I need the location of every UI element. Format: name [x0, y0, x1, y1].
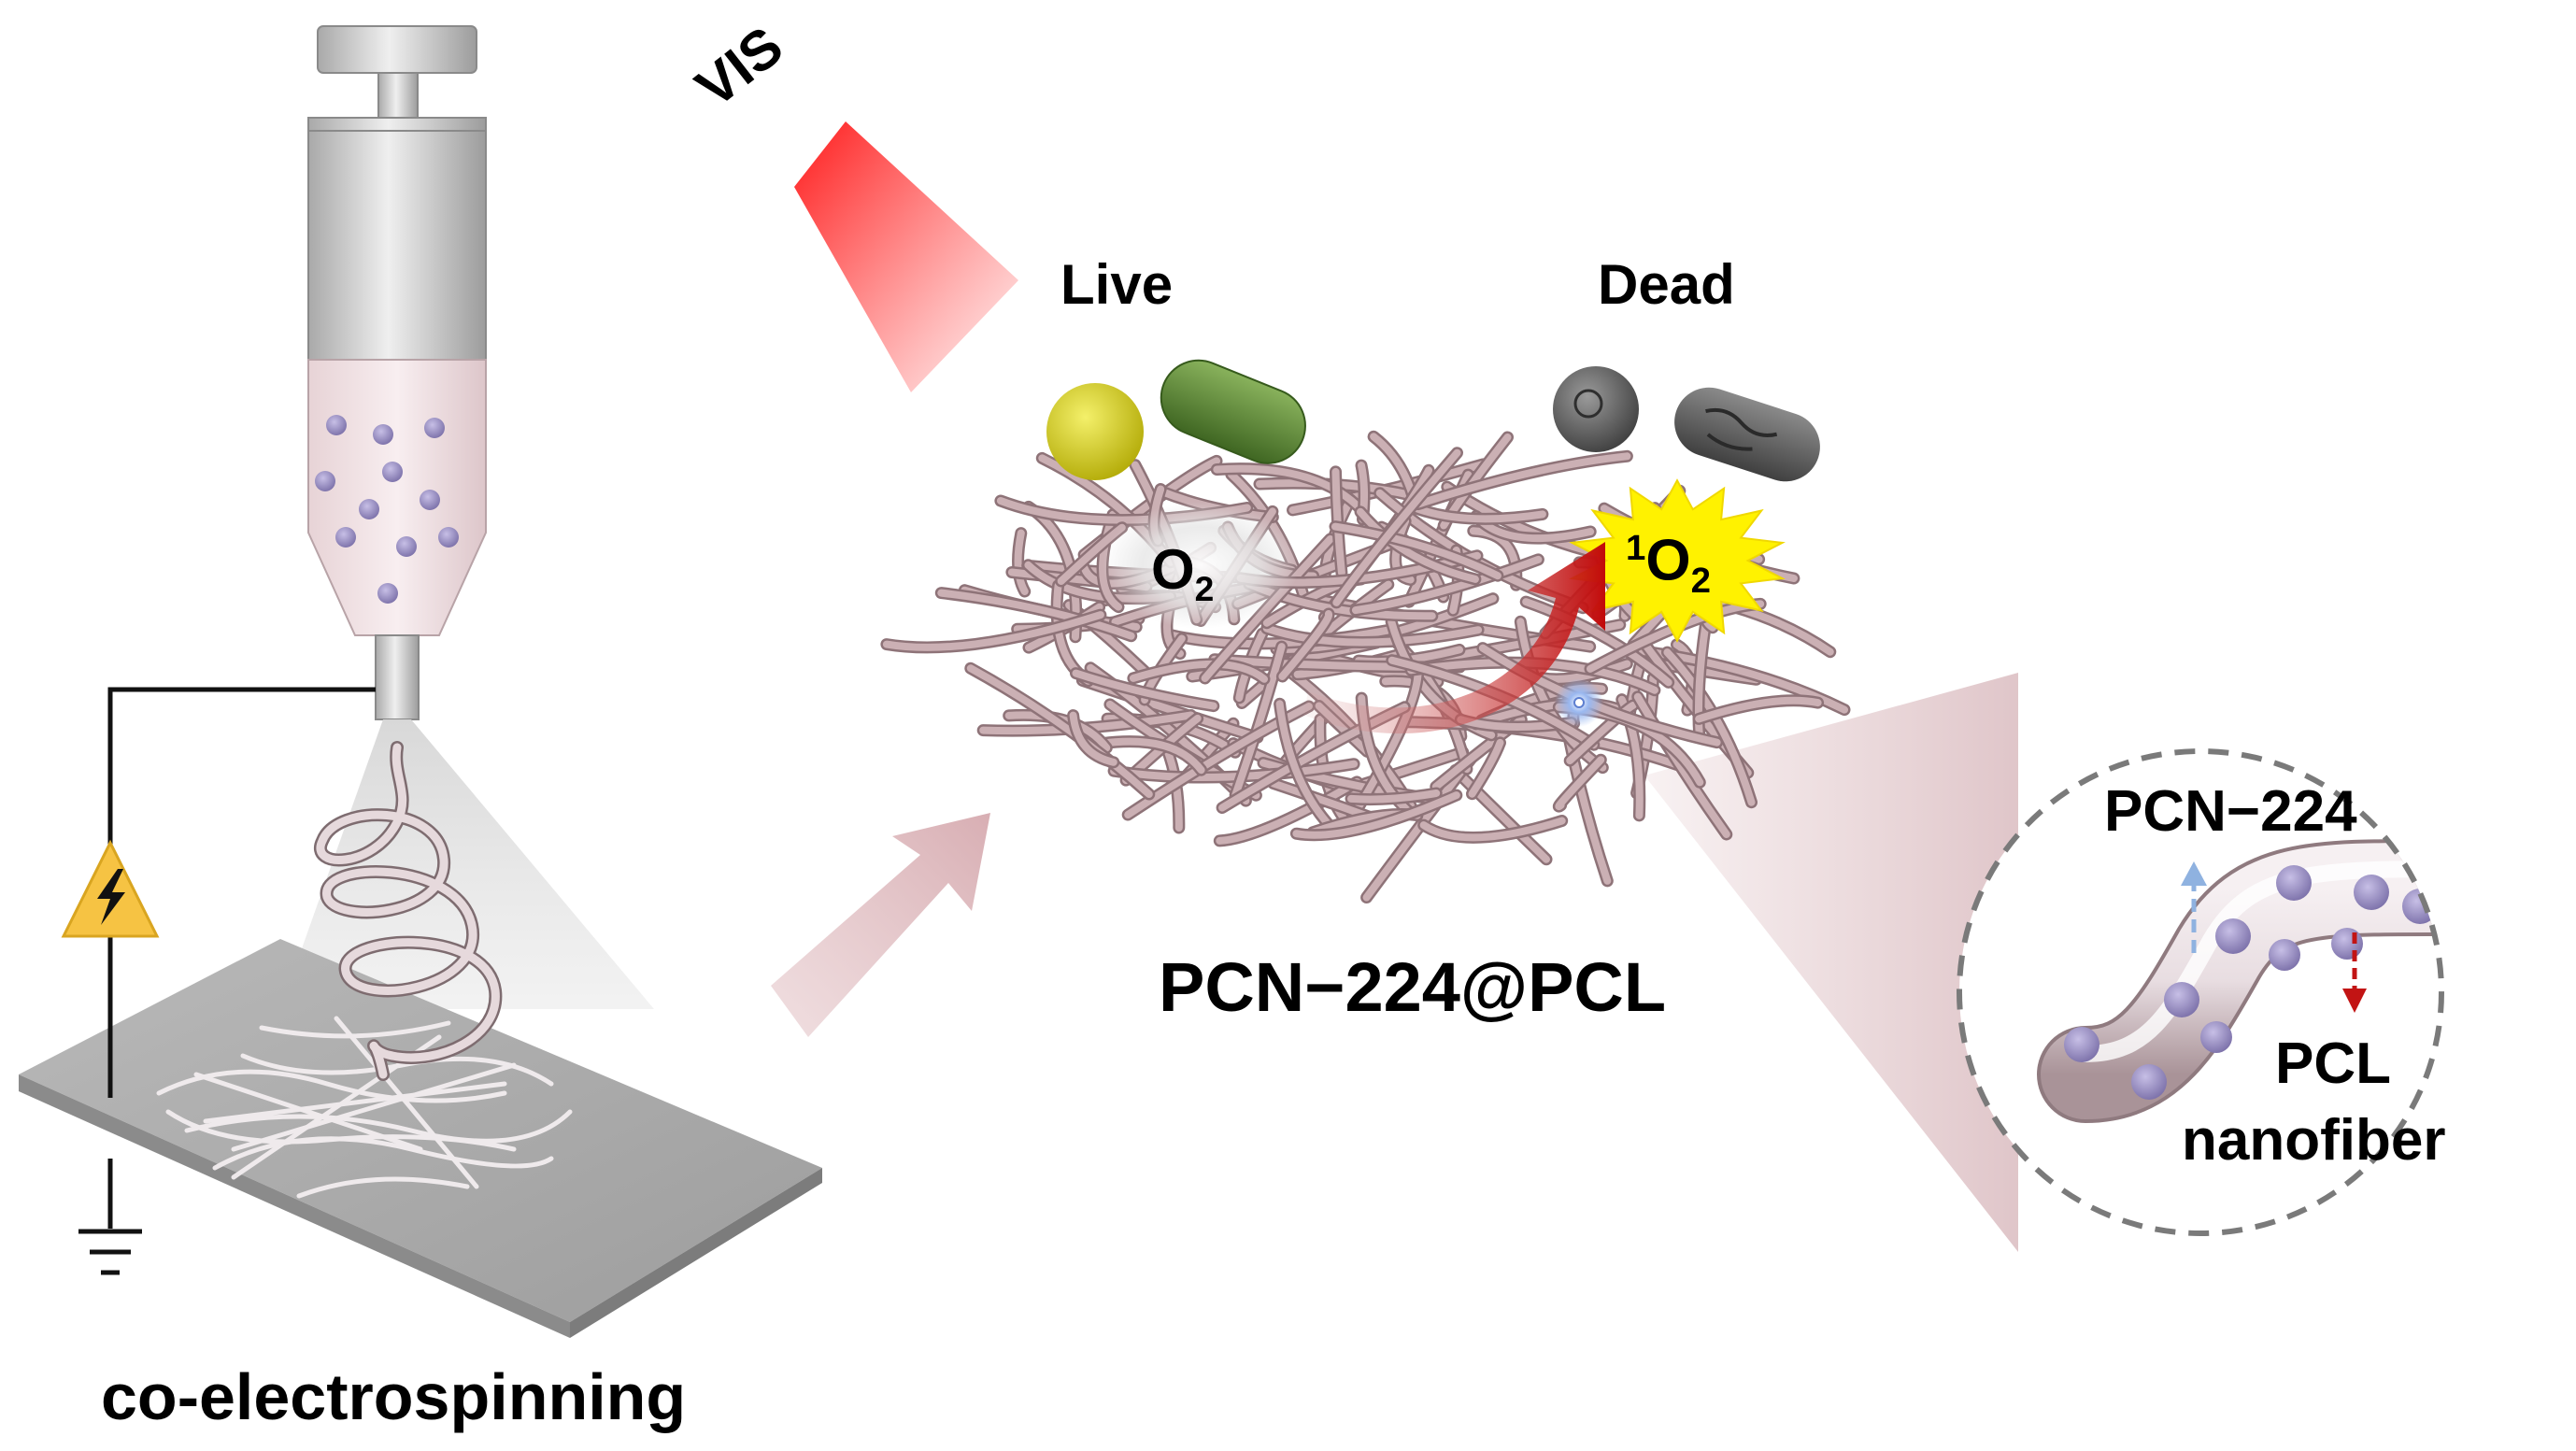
- mat-fiber: [1347, 790, 1441, 804]
- mat-fiber: [1163, 626, 1391, 647]
- mat-fiber: [1419, 817, 1566, 842]
- composite-label: PCN−224@PCL: [1159, 948, 1667, 1026]
- mat-fiber: [1633, 692, 1730, 838]
- taylor-cone-spray: [280, 719, 654, 1009]
- pcl-pointer-arrow: [2342, 932, 2367, 1013]
- mat-fiber: [937, 589, 1135, 640]
- pcn-224-pointer-arrow: [2181, 861, 2207, 953]
- plunger-cap: [317, 25, 477, 74]
- transition-arrow: [771, 813, 990, 1037]
- visible-light-beam: [794, 121, 1018, 392]
- mat-fiber: [1663, 648, 1756, 806]
- live-bacillus: [1160, 359, 1306, 464]
- mat-fiber: [1468, 738, 1504, 798]
- mat-fiber: [882, 611, 1104, 651]
- mat-fiber: [1201, 535, 1334, 682]
- live-coccus: [1046, 383, 1144, 480]
- mat-fiber: [1414, 452, 1631, 508]
- high-voltage-wire: [107, 687, 376, 1098]
- dead-coccus: [1553, 366, 1639, 452]
- mat-fiber: [1695, 696, 1822, 723]
- collector-plate-edge: [19, 1074, 570, 1338]
- mat-fiber: [1213, 464, 1367, 516]
- singlet-superscript: 1: [1626, 528, 1646, 568]
- ground-icon: [78, 1229, 142, 1275]
- mat-fiber: [1351, 555, 1543, 615]
- pcl-label: PCL: [2275, 1031, 2391, 1096]
- mat-fiber: [1451, 766, 1550, 863]
- mat-fiber: [1110, 760, 1359, 782]
- mat-fiber: [1057, 523, 1126, 585]
- singlet-oxygen-label: 1O2: [1626, 528, 1711, 602]
- dead-label: Dead: [1598, 253, 1735, 316]
- high-voltage-warning-icon: [61, 839, 160, 938]
- singlet-oxygen-burst: [1569, 478, 1786, 643]
- mat-fiber: [1098, 737, 1205, 775]
- nanofiber-zoom-view: [1957, 748, 2444, 1236]
- mat-fiber: [1262, 624, 1483, 647]
- solution-particles: [315, 415, 459, 604]
- oxygen-cloud: [1103, 502, 1299, 629]
- mat-fiber: [1278, 610, 1333, 680]
- live-label: Live: [1060, 253, 1174, 316]
- mat-fiber: [1216, 777, 1361, 845]
- mat-fiber: [1292, 791, 1460, 839]
- mat-fiber: [1391, 517, 1415, 584]
- electrospinning-apparatus: [19, 25, 822, 1338]
- method-label: co-electrospinning: [101, 1360, 687, 1433]
- mat-fiber: [1555, 756, 1605, 811]
- plunger-rod: [377, 72, 419, 121]
- oxygen-subscript: 2: [1194, 569, 1215, 608]
- singlet-subscript: 2: [1690, 561, 1711, 602]
- mat-fiber: [1332, 448, 1461, 606]
- energy-transfer-arrow: [1303, 542, 1605, 734]
- mat-fiber: [1098, 510, 1122, 611]
- mat-fiber: [1231, 643, 1286, 799]
- nanofiber-label: nanofiber: [2182, 1108, 2446, 1173]
- mat-fiber: [1004, 711, 1111, 752]
- zoom-projection: [1644, 673, 2018, 1252]
- oxygen-label: O2: [1151, 542, 1214, 606]
- dead-bacillus: [1674, 387, 1820, 482]
- mat-fiber: [1124, 703, 1313, 818]
- mat-fiber: [1275, 700, 1335, 832]
- syringe-barrel: [307, 130, 487, 361]
- mat-fiber: [1072, 669, 1217, 710]
- mat-fiber: [1331, 522, 1501, 580]
- mat-fiber: [1522, 598, 1672, 687]
- zoom-circle-border: [1957, 748, 2444, 1236]
- needle: [375, 634, 420, 720]
- pcn-224-label: PCN−224: [2104, 779, 2357, 844]
- mat-fiber: [1069, 711, 1117, 766]
- mat-fiber: [1357, 507, 1479, 583]
- singlet-symbol: O: [1645, 528, 1691, 593]
- plunger-flange: [307, 117, 487, 132]
- mat-fiber: [1411, 504, 1546, 523]
- nanofiber-mat: [880, 359, 2018, 1252]
- mat-fiber: [966, 664, 1153, 798]
- oxygen-symbol: O: [1151, 538, 1195, 601]
